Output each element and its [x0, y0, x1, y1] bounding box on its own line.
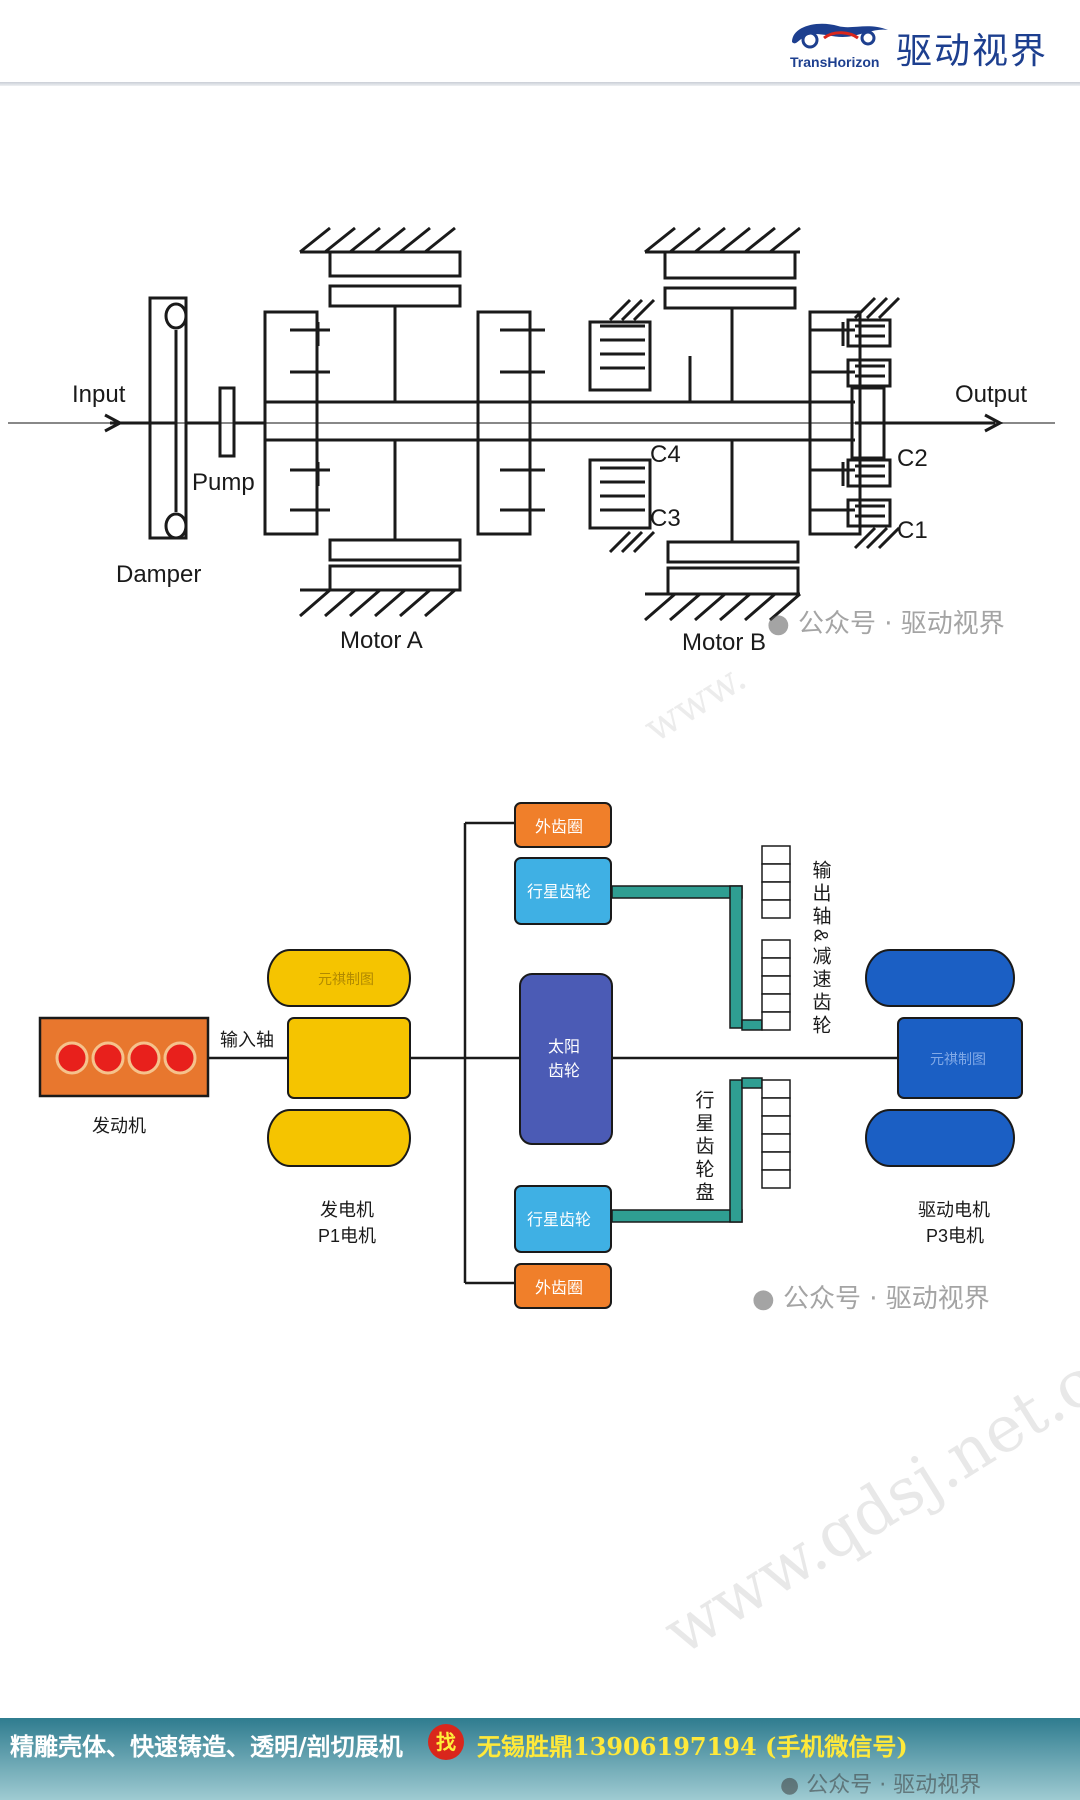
planet-gear-top-label: 行星齿轮 — [527, 883, 591, 901]
damper-label: Damper — [116, 561, 201, 588]
footer-contact-phone: 无锡胜鼎13906197194 (手机微信号) — [477, 1732, 908, 1761]
motor-a-shape — [299, 226, 462, 618]
ring-gear-top-label: 外齿圈 — [535, 818, 583, 836]
motor-a-label: Motor A — [340, 627, 423, 654]
transhorizon-logo-icon — [792, 23, 888, 49]
transmission-schematic: Input Output Pump Damper Motor A Motor B… — [8, 226, 1055, 656]
output-shaft-label: 输出轴&减速齿轮 — [810, 860, 832, 1038]
drive-motor-label-line2: P3电机 — [926, 1226, 984, 1246]
pump-label: Pump — [192, 469, 255, 496]
hybrid-block-diagram: 发动机 输入轴 元祺制图 发电机 P1电机 外齿圈 外齿圈 行星齿轮 行星齿轮 … — [38, 802, 1023, 1309]
ring-gear-top — [514, 802, 612, 848]
drive-motor-p3 — [865, 949, 1023, 1167]
sun-gear-label-line1: 太阳 — [548, 1038, 580, 1056]
top-diagram-watermark: ● 公众号 · 驱动视界 — [767, 609, 1005, 639]
header: TransHorizon 驱动视界 — [0, 0, 1080, 86]
drive-motor-watermark: 元祺制图 — [930, 1051, 986, 1067]
header-divider — [0, 82, 1080, 86]
input-label: Input — [72, 381, 126, 408]
sun-gear — [519, 973, 613, 1145]
ring-gear-bottom-label: 外齿圈 — [535, 1279, 583, 1297]
site-watermark: www.qdsj.net.cn — [650, 1324, 1080, 1670]
planet-carrier-label: 行星齿轮盘 — [693, 1090, 715, 1205]
generator-p1 — [267, 949, 411, 1167]
wechat-icon: ● — [767, 609, 790, 639]
sun-gear-label-line2: 齿轮 — [548, 1062, 580, 1080]
wechat-icon: ● — [780, 1773, 800, 1798]
generator-label-line2: P1电机 — [318, 1226, 376, 1246]
find-badge: 找 — [428, 1724, 464, 1760]
clutch-c4-label: C4 — [650, 441, 681, 468]
drive-motor-label-line1: 驱动电机 — [918, 1200, 990, 1220]
output-label: Output — [955, 381, 1027, 408]
footer-service-text: 精雕壳体、快速铸造、透明/剖切展机 — [10, 1732, 403, 1761]
ring-gear-bottom — [514, 1263, 612, 1309]
footer-banner — [0, 1718, 1080, 1800]
clutch-c1-label: C1 — [897, 517, 928, 544]
footer-watermark: ● 公众号 · 驱动视界 — [780, 1773, 982, 1798]
generator-label-line1: 发电机 — [320, 1200, 374, 1220]
carrier-shafts — [611, 885, 763, 1223]
clutch-c3-label: C3 — [650, 505, 681, 532]
planet-gear-bottom — [514, 1185, 612, 1253]
planet-gear-bottom-label: 行星齿轮 — [527, 1211, 591, 1229]
wechat-icon: ● — [752, 1284, 775, 1314]
engine-label: 发动机 — [92, 1116, 146, 1136]
motor-b-label: Motor B — [682, 629, 766, 656]
generator-watermark: 元祺制图 — [318, 971, 374, 987]
brand-chinese-name: 驱动视界 — [896, 31, 1049, 72]
brand-english-name: TransHorizon — [790, 54, 880, 70]
bottom-diagram-watermark: ● 公众号 · 驱动视界 — [752, 1284, 990, 1314]
clutch-c2-label: C2 — [897, 445, 928, 472]
planet-gear-top — [514, 857, 612, 925]
input-shaft-label: 输入轴 — [220, 1030, 274, 1050]
